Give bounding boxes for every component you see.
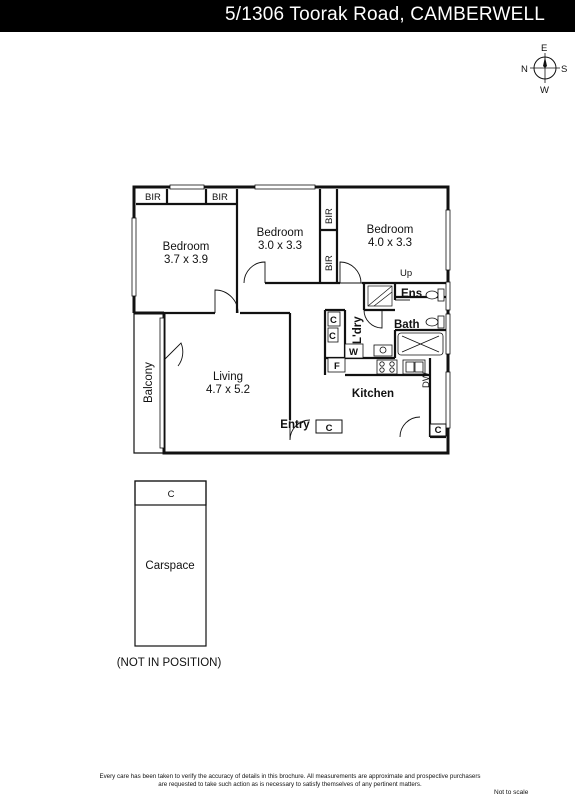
page-title: 5/1306 Toorak Road, CAMBERWELL (224, 4, 545, 25)
compass-n: N (521, 64, 528, 75)
carspace-outline (134, 480, 207, 647)
bir-label-1: BIR (145, 192, 161, 203)
living-name: Living (213, 371, 243, 383)
dishwasher-label: DW (421, 372, 432, 388)
windows (131, 184, 451, 429)
kitchen-cupboard-label: C (435, 425, 442, 436)
balcony-outline (133, 313, 164, 454)
disclaimer-line-2: are requested to take such action as is … (158, 781, 422, 788)
balcony-label: Balcony (143, 362, 155, 403)
header-bar: 5/1306 Toorak Road, CAMBERWELL (0, 0, 575, 32)
basin-icon (425, 315, 445, 329)
fridge-label: F (334, 361, 340, 372)
balcony-window (159, 317, 165, 449)
compass-icon: E N S W (521, 43, 567, 96)
bedroom3-name: Bedroom (367, 224, 414, 236)
cupboard-label-2: C (329, 331, 336, 342)
entry-cupboard-label: C (326, 423, 333, 434)
bedroom2-name: Bedroom (257, 227, 304, 239)
toilet-icon (425, 288, 445, 302)
carspace-cupboard-label: C (168, 489, 175, 500)
bedroom3-size: 4.0 x 3.3 (368, 237, 412, 249)
kitchen-label: Kitchen (352, 388, 394, 400)
compass-s: S (561, 64, 567, 75)
bir-label-4: BIR (324, 255, 335, 271)
entry-label: Entry (280, 419, 310, 431)
bedroom2-size: 3.0 x 3.3 (258, 240, 302, 252)
entry-cupboard (315, 419, 343, 434)
washer-label: W (349, 347, 358, 358)
bedroom1-name: Bedroom (163, 241, 210, 253)
kitchen-cupboard (429, 423, 447, 437)
cupboard-label-1: C (330, 315, 337, 326)
bir-label-2: BIR (212, 192, 228, 203)
laundry-label: L'dry (352, 316, 364, 344)
bir-label-3: BIR (324, 208, 335, 224)
kitchen-appliances (376, 359, 426, 375)
living-size: 4.7 x 5.2 (206, 384, 250, 396)
ens-label: Ens (401, 288, 422, 300)
laundry-fixtures (327, 311, 393, 373)
compass-e: E (541, 43, 547, 54)
up-label: Up (400, 268, 412, 279)
compass-w: W (540, 85, 549, 96)
bath-label: Bath (394, 319, 420, 331)
ensuite-shower (367, 285, 393, 307)
disclaimer: Every care has been taken to verify the … (40, 773, 540, 789)
doors (163, 261, 421, 441)
not-to-scale-label: Not to scale (494, 789, 529, 796)
disclaimer-line-1: Every care has been taken to verify the … (99, 773, 481, 780)
bedroom1-size: 3.7 x 3.9 (164, 254, 208, 266)
carspace-label: Carspace (145, 560, 194, 572)
bathtub-icon (397, 332, 444, 356)
interior-walls (136, 189, 446, 439)
not-in-position-label: (NOT IN POSITION) (117, 657, 222, 669)
